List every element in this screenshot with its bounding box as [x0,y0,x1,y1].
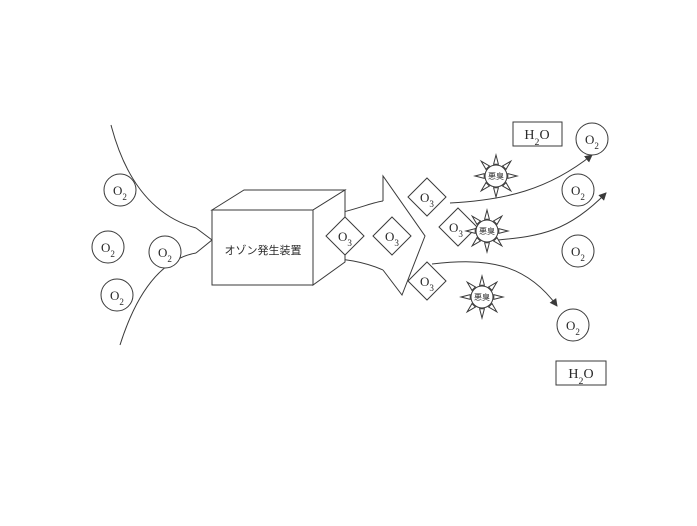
odor-ray [479,181,491,193]
o2-label: O2 [571,244,585,263]
o3-label: O3 [449,220,463,239]
o3-molecule: O3 [325,216,365,256]
odor-ray [501,181,513,193]
o3-molecule: O3 [407,261,447,301]
odor-ray [492,214,504,226]
o2-molecule: O2 [556,308,590,342]
o3-molecule: O3 [438,207,478,247]
odor-rays [459,274,505,320]
odor-ray [478,308,486,320]
odor-ray [465,302,477,314]
o2-label: O2 [571,183,585,202]
h2o-label: H2O [524,128,549,148]
odor-ray [492,236,504,248]
odor-ray [507,172,519,180]
odor-ray [470,214,482,226]
outflow-arrows [431,154,607,307]
odor-rays [473,153,519,199]
o2-molecule: O2 [575,122,609,156]
odor-label: 悪臭 [488,171,504,181]
odor-ray [492,153,500,165]
odor-label: 悪臭 [479,226,495,236]
ozone-generator: オゾン発生装置 [210,189,347,286]
o3-molecule: O3 [372,216,412,256]
odor-ray [478,274,486,286]
odor-ray [487,280,499,292]
o2-label: O2 [158,245,172,264]
o2-molecule: O2 [91,230,125,264]
odor-ray [465,280,477,292]
o2-molecule: O2 [561,234,595,268]
odor-ray [473,172,485,180]
o3-molecule: O3 [407,177,447,217]
inflow-arrow [110,124,213,346]
odor-symbol: 悪臭 [459,274,505,320]
o2-molecule: O2 [148,235,182,269]
o3-label: O3 [338,229,352,248]
o2-label: O2 [585,132,599,151]
h2o-label: H2O [568,367,593,387]
odor-ray [487,302,499,314]
o3-label: O3 [420,274,434,293]
generator-front-face [211,209,314,286]
o2-label: O2 [113,183,127,202]
odor-ray [483,242,491,254]
o3-label: O3 [420,190,434,209]
o2-label: O2 [110,288,124,307]
o3-label: O3 [385,229,399,248]
o2-molecule: O2 [100,278,134,312]
o2-molecule: O2 [103,173,137,207]
odor-ray [479,159,491,171]
o2-label: O2 [101,240,115,259]
o2-label: O2 [566,318,580,337]
odor-ray [470,236,482,248]
odor-ray [483,208,491,220]
odor-symbol: 悪臭 [464,208,510,254]
odor-label: 悪臭 [474,292,490,302]
h2o-box: H2O [555,360,607,387]
generator-label: オゾン発生装置 [225,243,302,257]
o2-molecule: O2 [561,173,595,207]
odor-ray [459,293,471,301]
odor-rays [464,208,510,254]
odor-ray [498,227,510,235]
odor-symbol: 悪臭 [473,153,519,199]
odor-ray [464,227,476,235]
odor-ray [501,159,513,171]
odor-ray [493,293,505,301]
h2o-box: H2O [512,121,563,148]
odor-ray [492,187,500,199]
